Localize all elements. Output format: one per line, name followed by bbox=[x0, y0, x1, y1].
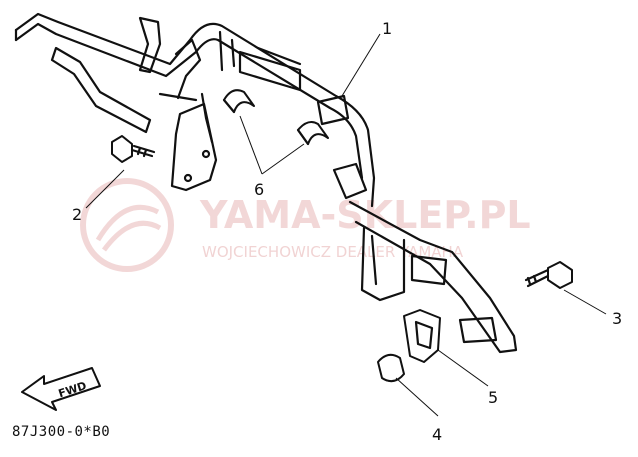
part-5-clip bbox=[403, 309, 441, 363]
part-6-clamp-lower bbox=[296, 121, 329, 146]
callout-3: 3 bbox=[612, 309, 622, 328]
callout-6: 6 bbox=[254, 180, 264, 199]
diagram-code: 87J300-0*B0 bbox=[12, 424, 111, 440]
callout-2: 2 bbox=[72, 205, 82, 224]
leader-lines bbox=[85, 33, 607, 417]
watermark-logo-swoosh bbox=[95, 204, 162, 252]
callout-1: 1 bbox=[382, 19, 392, 38]
part-4-cap bbox=[377, 353, 405, 383]
part-6-clamp-upper bbox=[222, 89, 255, 114]
fwd-arrow: FWD bbox=[21, 367, 101, 411]
callout-4: 4 bbox=[432, 425, 442, 444]
lower-bracket bbox=[170, 92, 218, 192]
part-3-bolt bbox=[524, 261, 573, 289]
part-2-bolt bbox=[111, 135, 156, 163]
watermark-logo bbox=[80, 178, 174, 272]
callout-5: 5 bbox=[488, 388, 498, 407]
part-1-frame bbox=[14, 12, 518, 354]
watermark: YAMA-SKLEP.PL WOJCIECHOWICZ DEALER YAMAH… bbox=[80, 178, 531, 272]
watermark-subtitle: WOJCIECHOWICZ DEALER YAMAHA bbox=[202, 243, 464, 261]
left-stay bbox=[50, 16, 202, 134]
